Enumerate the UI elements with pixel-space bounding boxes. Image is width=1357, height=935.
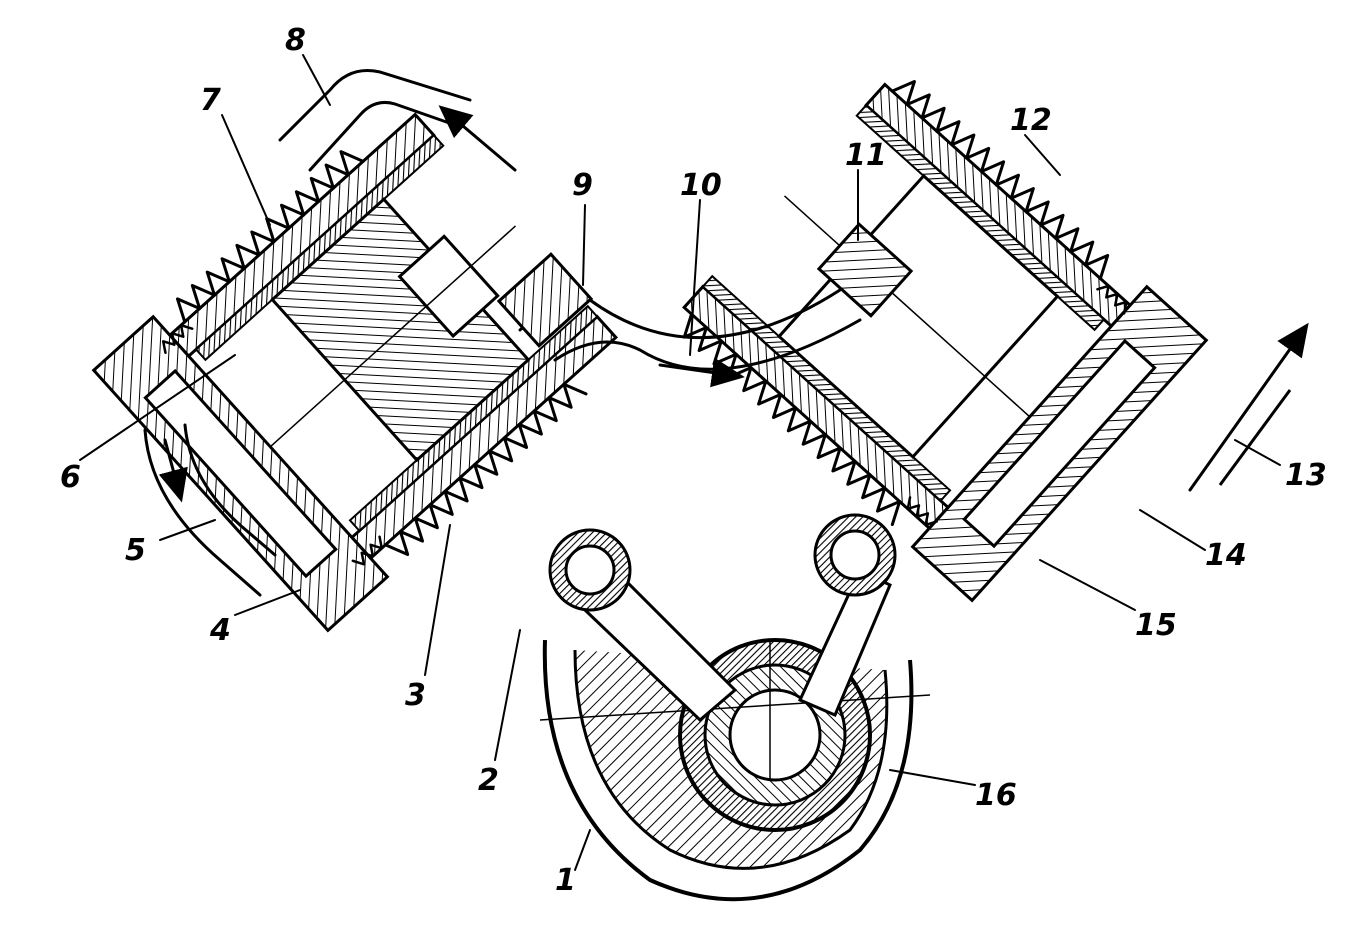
outlet-pipe-left [143, 423, 277, 597]
leader-lines [79, 54, 1281, 871]
callout-3: 3 [405, 678, 426, 713]
callout-6: 6 [60, 460, 81, 495]
crank-journal [728, 688, 822, 782]
outlet-arrow [1188, 322, 1309, 492]
left-valve-spring-top [161, 324, 194, 355]
pipe-flange-left [496, 252, 594, 348]
inlet-flow-arrow [438, 105, 517, 172]
left-valve-spring-bottom [351, 535, 384, 566]
pipe-flow-arrow [658, 357, 745, 388]
callout-2: 2 [478, 763, 499, 798]
callout-13: 13 [1285, 458, 1327, 493]
callout-8: 8 [285, 23, 306, 58]
inlet-pipe [278, 69, 517, 172]
callout-labels: 1 2 3 4 5 6 7 8 9 10 11 12 13 14 15 16 [60, 23, 1327, 898]
right-head-chamber [962, 338, 1157, 549]
callout-16: 16 [975, 778, 1017, 813]
callout-12: 12 [1010, 103, 1052, 138]
callout-11: 11 [845, 138, 887, 173]
transfer-pipe [496, 222, 914, 388]
callout-14: 14 [1205, 538, 1247, 573]
callout-1: 1 [555, 863, 576, 898]
right-cylinder [681, 80, 1209, 603]
right-cooling-fins-top [890, 80, 1110, 281]
callout-4: 4 [209, 613, 231, 648]
left-head-chamber [143, 368, 338, 579]
right-valve-spring-top [1096, 284, 1128, 315]
callout-10: 10 [680, 168, 722, 203]
pipe-flange-right [816, 222, 914, 318]
callout-5: 5 [125, 533, 146, 568]
right-valve-spring-bottom [906, 496, 939, 527]
left-cylinder [91, 112, 619, 633]
callout-7: 7 [200, 83, 221, 118]
left-cooling-fins-bottom [384, 382, 588, 557]
left-cooling-fins-top [175, 150, 365, 324]
crankcase [539, 638, 931, 902]
left-flow-arrow [158, 438, 188, 503]
callout-15: 15 [1135, 608, 1177, 643]
connecting-rods [548, 513, 897, 723]
callout-9: 9 [572, 168, 593, 203]
